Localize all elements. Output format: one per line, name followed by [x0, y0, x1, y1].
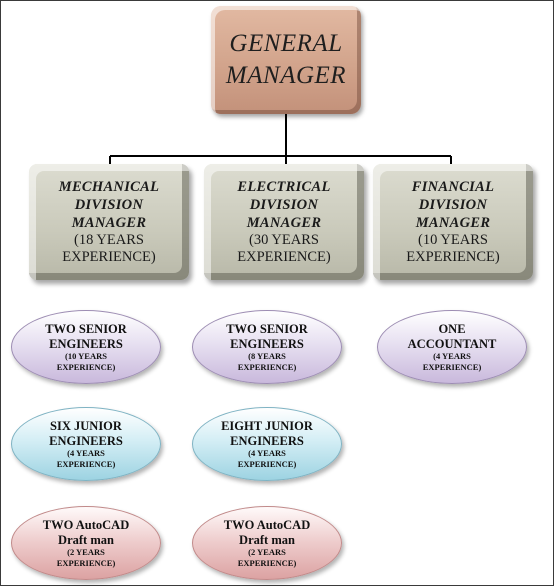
staff-role: ENGINEERS	[49, 433, 123, 448]
staff-experience: EXPERIENCE)	[56, 557, 116, 568]
division-experience: EXPERIENCE)	[62, 249, 156, 265]
staff-role: ENGINEERS	[49, 336, 123, 351]
staff-role: Draft man	[239, 532, 295, 547]
division-title: DIVISION	[418, 197, 488, 213]
division-title: DIVISION	[249, 197, 319, 213]
staff-experience: EXPERIENCE)	[56, 361, 116, 372]
division-experience: (18 YEARS	[74, 232, 144, 248]
staff-role: TWO SENIOR	[226, 322, 308, 336]
staff-role: ENGINEERS	[230, 433, 304, 448]
gm-line2: MANAGER	[225, 62, 347, 89]
electrical-division-box: ELECTRICAL DIVISION MANAGER (30 YEARS EX…	[204, 164, 364, 280]
staff-role: TWO AutoCAD	[42, 518, 130, 532]
staff-experience: (4 YEARS	[433, 351, 471, 361]
staff-experience: (8 YEARS	[248, 351, 286, 361]
staff-role: TWO SENIOR	[45, 322, 127, 336]
gm-line1: GENERAL	[229, 30, 343, 57]
mechanical-division-box: MECHANICAL DIVISION MANAGER (18 YEARS EX…	[29, 164, 189, 280]
mechanical-junior-engineers-node: SIX JUNIOR ENGINEERS (4 YEARS EXPERIENCE…	[11, 407, 161, 481]
staff-experience: (4 YEARS	[67, 448, 105, 458]
division-experience: EXPERIENCE)	[237, 249, 331, 265]
staff-experience: (4 YEARS	[248, 448, 286, 458]
financial-division-box: FINANCIAL DIVISION MANAGER (10 YEARS EXP…	[373, 164, 533, 280]
staff-experience: (2 YEARS	[67, 547, 105, 557]
general-manager-box: GENERAL MANAGER	[211, 6, 361, 114]
staff-role: ACCOUNTANT	[407, 336, 497, 351]
staff-experience: EXPERIENCE)	[237, 361, 297, 372]
division-title: MECHANICAL	[58, 179, 160, 195]
staff-experience: EXPERIENCE)	[237, 557, 297, 568]
division-title: MANAGER	[246, 215, 322, 231]
division-title: DIVISION	[74, 197, 144, 213]
division-experience: (10 YEARS	[418, 232, 488, 248]
staff-role: SIX JUNIOR	[50, 419, 122, 433]
mechanical-autocad-draftman-node: TWO AutoCAD Draft man (2 YEARS EXPERIENC…	[11, 506, 161, 580]
mechanical-senior-engineers-node: TWO SENIOR ENGINEERS (10 YEARS EXPERIENC…	[11, 310, 161, 384]
electrical-junior-engineers-node: EIGHT JUNIOR ENGINEERS (4 YEARS EXPERIEN…	[192, 407, 342, 481]
staff-experience: EXPERIENCE)	[56, 458, 116, 469]
staff-role: TWO AutoCAD	[223, 518, 311, 532]
staff-role: Draft man	[58, 532, 114, 547]
staff-role: ONE	[438, 322, 466, 336]
staff-experience: EXPERIENCE)	[422, 361, 482, 372]
staff-role: ENGINEERS	[230, 336, 304, 351]
division-title: FINANCIAL	[411, 179, 495, 195]
electrical-autocad-draftman-node: TWO AutoCAD Draft man (2 YEARS EXPERIENC…	[192, 506, 342, 580]
financial-accountant-node: ONE ACCOUNTANT (4 YEARS EXPERIENCE)	[377, 310, 527, 384]
division-experience: EXPERIENCE)	[406, 249, 500, 265]
staff-experience: (10 YEARS	[65, 351, 107, 361]
division-experience: (30 YEARS	[249, 232, 319, 248]
staff-experience: EXPERIENCE)	[237, 458, 297, 469]
division-title: ELECTRICAL	[237, 179, 331, 195]
staff-experience: (2 YEARS	[248, 547, 286, 557]
division-title: MANAGER	[415, 215, 491, 231]
staff-role: EIGHT JUNIOR	[221, 419, 313, 433]
electrical-senior-engineers-node: TWO SENIOR ENGINEERS (8 YEARS EXPERIENCE…	[192, 310, 342, 384]
division-title: MANAGER	[71, 215, 147, 231]
